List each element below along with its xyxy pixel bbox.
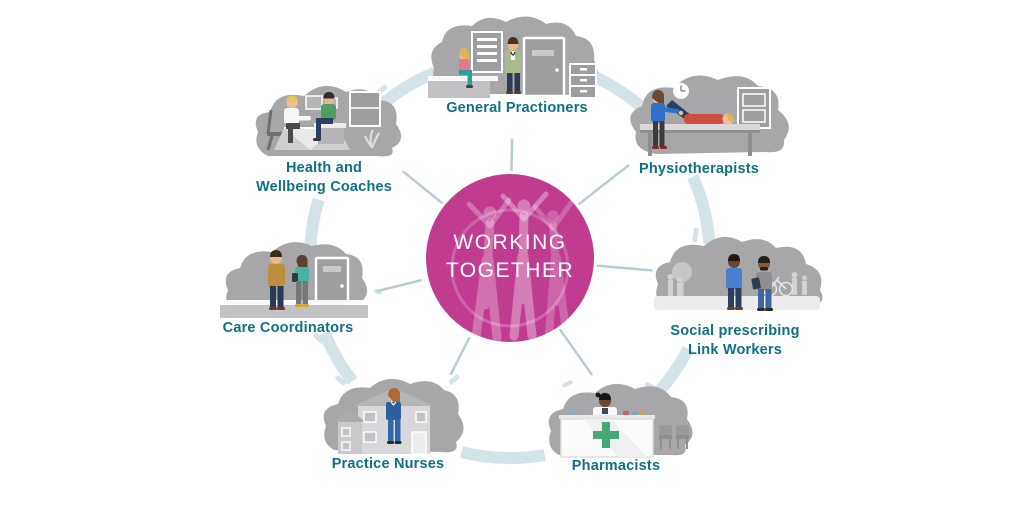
label-line: Social prescribing [670,323,800,339]
house-door [411,431,427,455]
general-practitioners-illustration [428,16,598,99]
label-line: Physiotherapists [638,161,760,177]
waiting-chairs [659,425,689,449]
center-hub [426,174,594,342]
physiotherapist-figure [651,90,684,149]
label-health-and-wellbeing-coaches: Health and Wellbeing Coaches [256,159,392,197]
plant [364,129,380,149]
care-coordinators-illustration [220,242,368,318]
hub-people-silhouettes [466,191,574,342]
center-title-line1: WORKING [453,231,567,254]
ring-arc-nurses-care [319,330,358,385]
label-line: Wellbeing Coaches [255,179,393,195]
coach-figure [284,95,311,143]
ring-arc-pharma-nurses [460,446,546,465]
link-worker-figure [751,256,773,311]
coordinator-female-figure [292,255,309,307]
wall-shelf [471,31,503,73]
park-background [667,262,808,296]
spoke-care-coordinators [376,279,422,293]
door [522,36,566,98]
silhouette-left [466,197,512,342]
pharmacists-illustration [548,383,693,458]
silhouette-right [532,200,574,338]
center-title-line2: TOGETHER [445,259,575,282]
bench-top [428,76,498,81]
client-figure [313,92,346,144]
label-general-practitioners: General Practioners [446,99,588,118]
ring-arc-physio-social [687,174,716,245]
label-line: Practice Nurses [331,456,445,472]
drawer-cabinet [569,63,597,99]
ground-strip [220,300,368,305]
counter-items [567,408,644,416]
shard [692,228,699,243]
pharmacy-counter [559,415,655,458]
silhouette-center [500,191,549,341]
spoke-practice-nurses [449,336,471,376]
wall-clock [673,83,689,99]
hub-swoosh [450,208,570,328]
shard [448,374,460,385]
center-title: WORKING TOGETHER [426,229,594,285]
spoke-health-coaches [402,170,443,204]
patient-figure [459,48,473,88]
spoke-social-prescribing [596,264,653,272]
spoke-physiotherapists [578,164,630,206]
label-pharmacists: Pharmacists [572,457,660,476]
doctor-figure [505,37,521,94]
label-line: Care Coordinators [222,320,354,336]
decorative-shards [313,84,699,391]
shard [335,375,347,386]
spoke-pharmacists [559,328,593,376]
label-care-coordinators: Care Coordinators [223,319,354,338]
coordinator-male-figure [268,250,285,310]
hub-circle [426,174,594,342]
hub-spokes [376,138,653,376]
wall-cabinet [737,87,771,129]
nurse-figure [386,388,402,444]
ground-front [220,305,368,318]
treatment-table [640,124,760,156]
label-line: General Practioners [446,100,588,116]
ring-arc-care-health [304,197,325,252]
label-line: Link Workers [688,342,782,358]
label-social-prescribing-link-workers: Social prescribing Link Workers [670,322,799,360]
label-physiotherapists: Physiotherapists [639,160,759,179]
practice-nurses-illustration [323,378,464,455]
social-prescribing-illustration [654,236,823,311]
spoke-general-practitioners [510,138,514,172]
label-practice-nurses: Practice Nurses [332,455,445,474]
house [334,388,434,455]
wall-cabinet [349,91,381,127]
label-line: Pharmacists [571,458,661,474]
health-coaches-illustration [255,85,402,157]
physiotherapists-illustration [630,75,789,156]
shard [562,380,573,388]
shard [313,333,324,344]
label-line: Health and [285,160,363,176]
bench-front [428,81,490,98]
link-worker-client-figure [726,254,743,310]
